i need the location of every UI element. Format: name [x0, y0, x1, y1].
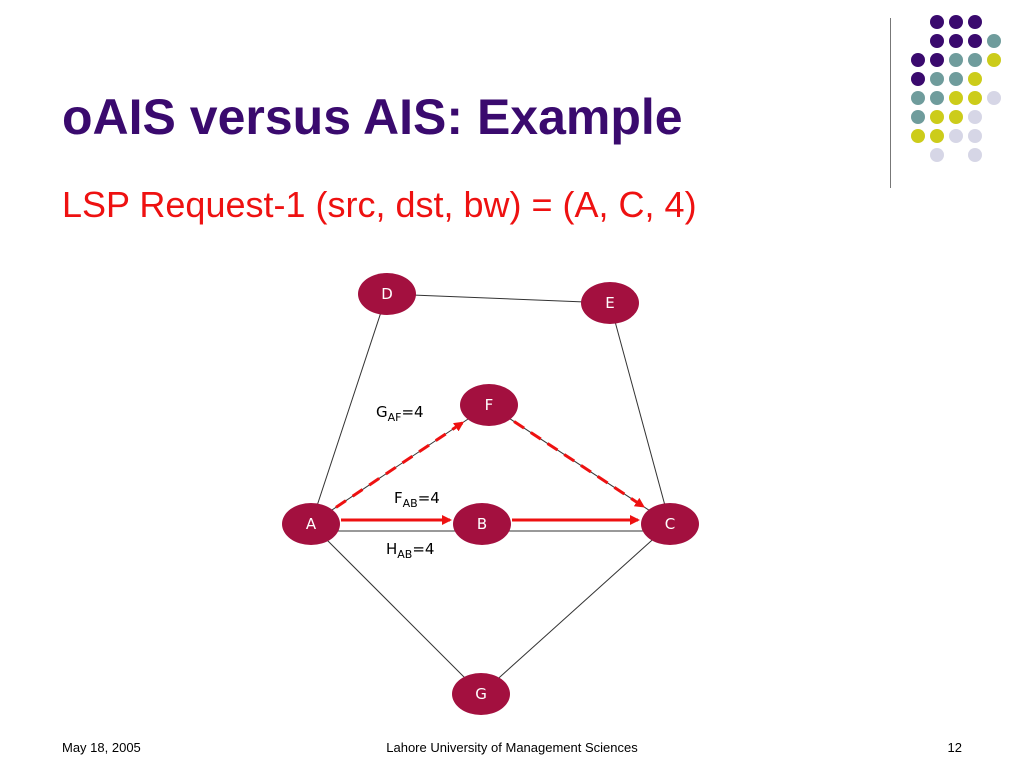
node-f: F	[460, 384, 518, 426]
decorative-dot	[911, 129, 925, 143]
decorative-dot	[930, 72, 944, 86]
decorative-dot	[968, 129, 982, 143]
label-hab-sub: AB	[397, 548, 412, 561]
edge-a-g	[310, 523, 482, 695]
node-label: A	[306, 515, 317, 533]
decorative-dot	[987, 53, 1001, 67]
decorative-dot	[949, 91, 963, 105]
decorative-dot	[930, 91, 944, 105]
node-shape	[358, 273, 416, 315]
label-hab-base: H	[386, 540, 397, 558]
node-shape	[452, 673, 510, 715]
decorative-dot-grid	[911, 15, 1001, 162]
decorative-dot	[968, 110, 982, 124]
node-label: E	[605, 294, 614, 312]
edge-d-a	[310, 293, 388, 525]
node-e: E	[581, 282, 639, 324]
node-label: G	[475, 685, 487, 703]
decorative-dot	[930, 34, 944, 48]
edge-d-e	[386, 293, 611, 304]
label-gaf: GAF=4	[376, 403, 424, 424]
label-fab-base: F	[394, 489, 403, 507]
footer-organization: Lahore University of Management Sciences	[386, 740, 638, 755]
node-shape	[453, 503, 511, 545]
decorative-dot	[949, 34, 963, 48]
decorative-dot	[968, 148, 982, 162]
node-c: C	[641, 503, 699, 545]
node-label: C	[665, 515, 675, 533]
node-label: B	[477, 515, 487, 533]
node-shape	[282, 503, 340, 545]
decorative-dot	[949, 15, 963, 29]
node-g: G	[452, 673, 510, 715]
label-hab-rest: =4	[412, 540, 434, 558]
decorative-divider	[890, 18, 891, 188]
label-fab-sub: AB	[403, 497, 418, 510]
decorative-dot	[930, 15, 944, 29]
decorative-dot	[987, 91, 1001, 105]
node-b: B	[453, 503, 511, 545]
path-arrow-a-f	[335, 421, 465, 509]
node-shape	[460, 384, 518, 426]
decorative-dot	[930, 129, 944, 143]
decorative-dot	[911, 53, 925, 67]
decorative-dot	[949, 110, 963, 124]
decorative-dot	[930, 110, 944, 124]
footer-page-number: 12	[947, 740, 962, 755]
decorative-dot	[949, 129, 963, 143]
path-arrow-f-c	[513, 420, 645, 508]
decorative-dot	[949, 53, 963, 67]
decorative-dot	[987, 34, 1001, 48]
label-gaf-sub: AF	[388, 411, 402, 424]
decorative-dot	[911, 72, 925, 86]
slide-subtitle: LSP Request-1 (src, dst, bw) = (A, C, 4)	[62, 184, 697, 225]
decorative-dot	[911, 91, 925, 105]
node-shape	[641, 503, 699, 545]
decorative-dot	[968, 15, 982, 29]
decorative-dot	[930, 53, 944, 67]
decorative-dot	[968, 91, 982, 105]
edge-g-c	[480, 523, 671, 695]
node-d: D	[358, 273, 416, 315]
decorative-dot	[968, 34, 982, 48]
label-gaf-rest: =4	[401, 403, 423, 421]
label-hab: HAB=4	[386, 540, 434, 561]
node-shape	[581, 282, 639, 324]
decorative-dot	[930, 148, 944, 162]
node-label: F	[485, 396, 494, 414]
label-fab-rest: =4	[418, 489, 440, 507]
decorative-dot	[949, 72, 963, 86]
footer-date: May 18, 2005	[62, 740, 141, 755]
edge-e-c	[609, 302, 671, 525]
decorative-dot	[968, 53, 982, 67]
label-fab: FAB=4	[394, 489, 440, 510]
decorative-dot	[911, 110, 925, 124]
node-a: A	[282, 503, 340, 545]
node-label: D	[381, 285, 393, 303]
slide-title: oAIS versus AIS: Example	[62, 89, 683, 145]
label-gaf-base: G	[376, 403, 388, 421]
decorative-dot	[968, 72, 982, 86]
